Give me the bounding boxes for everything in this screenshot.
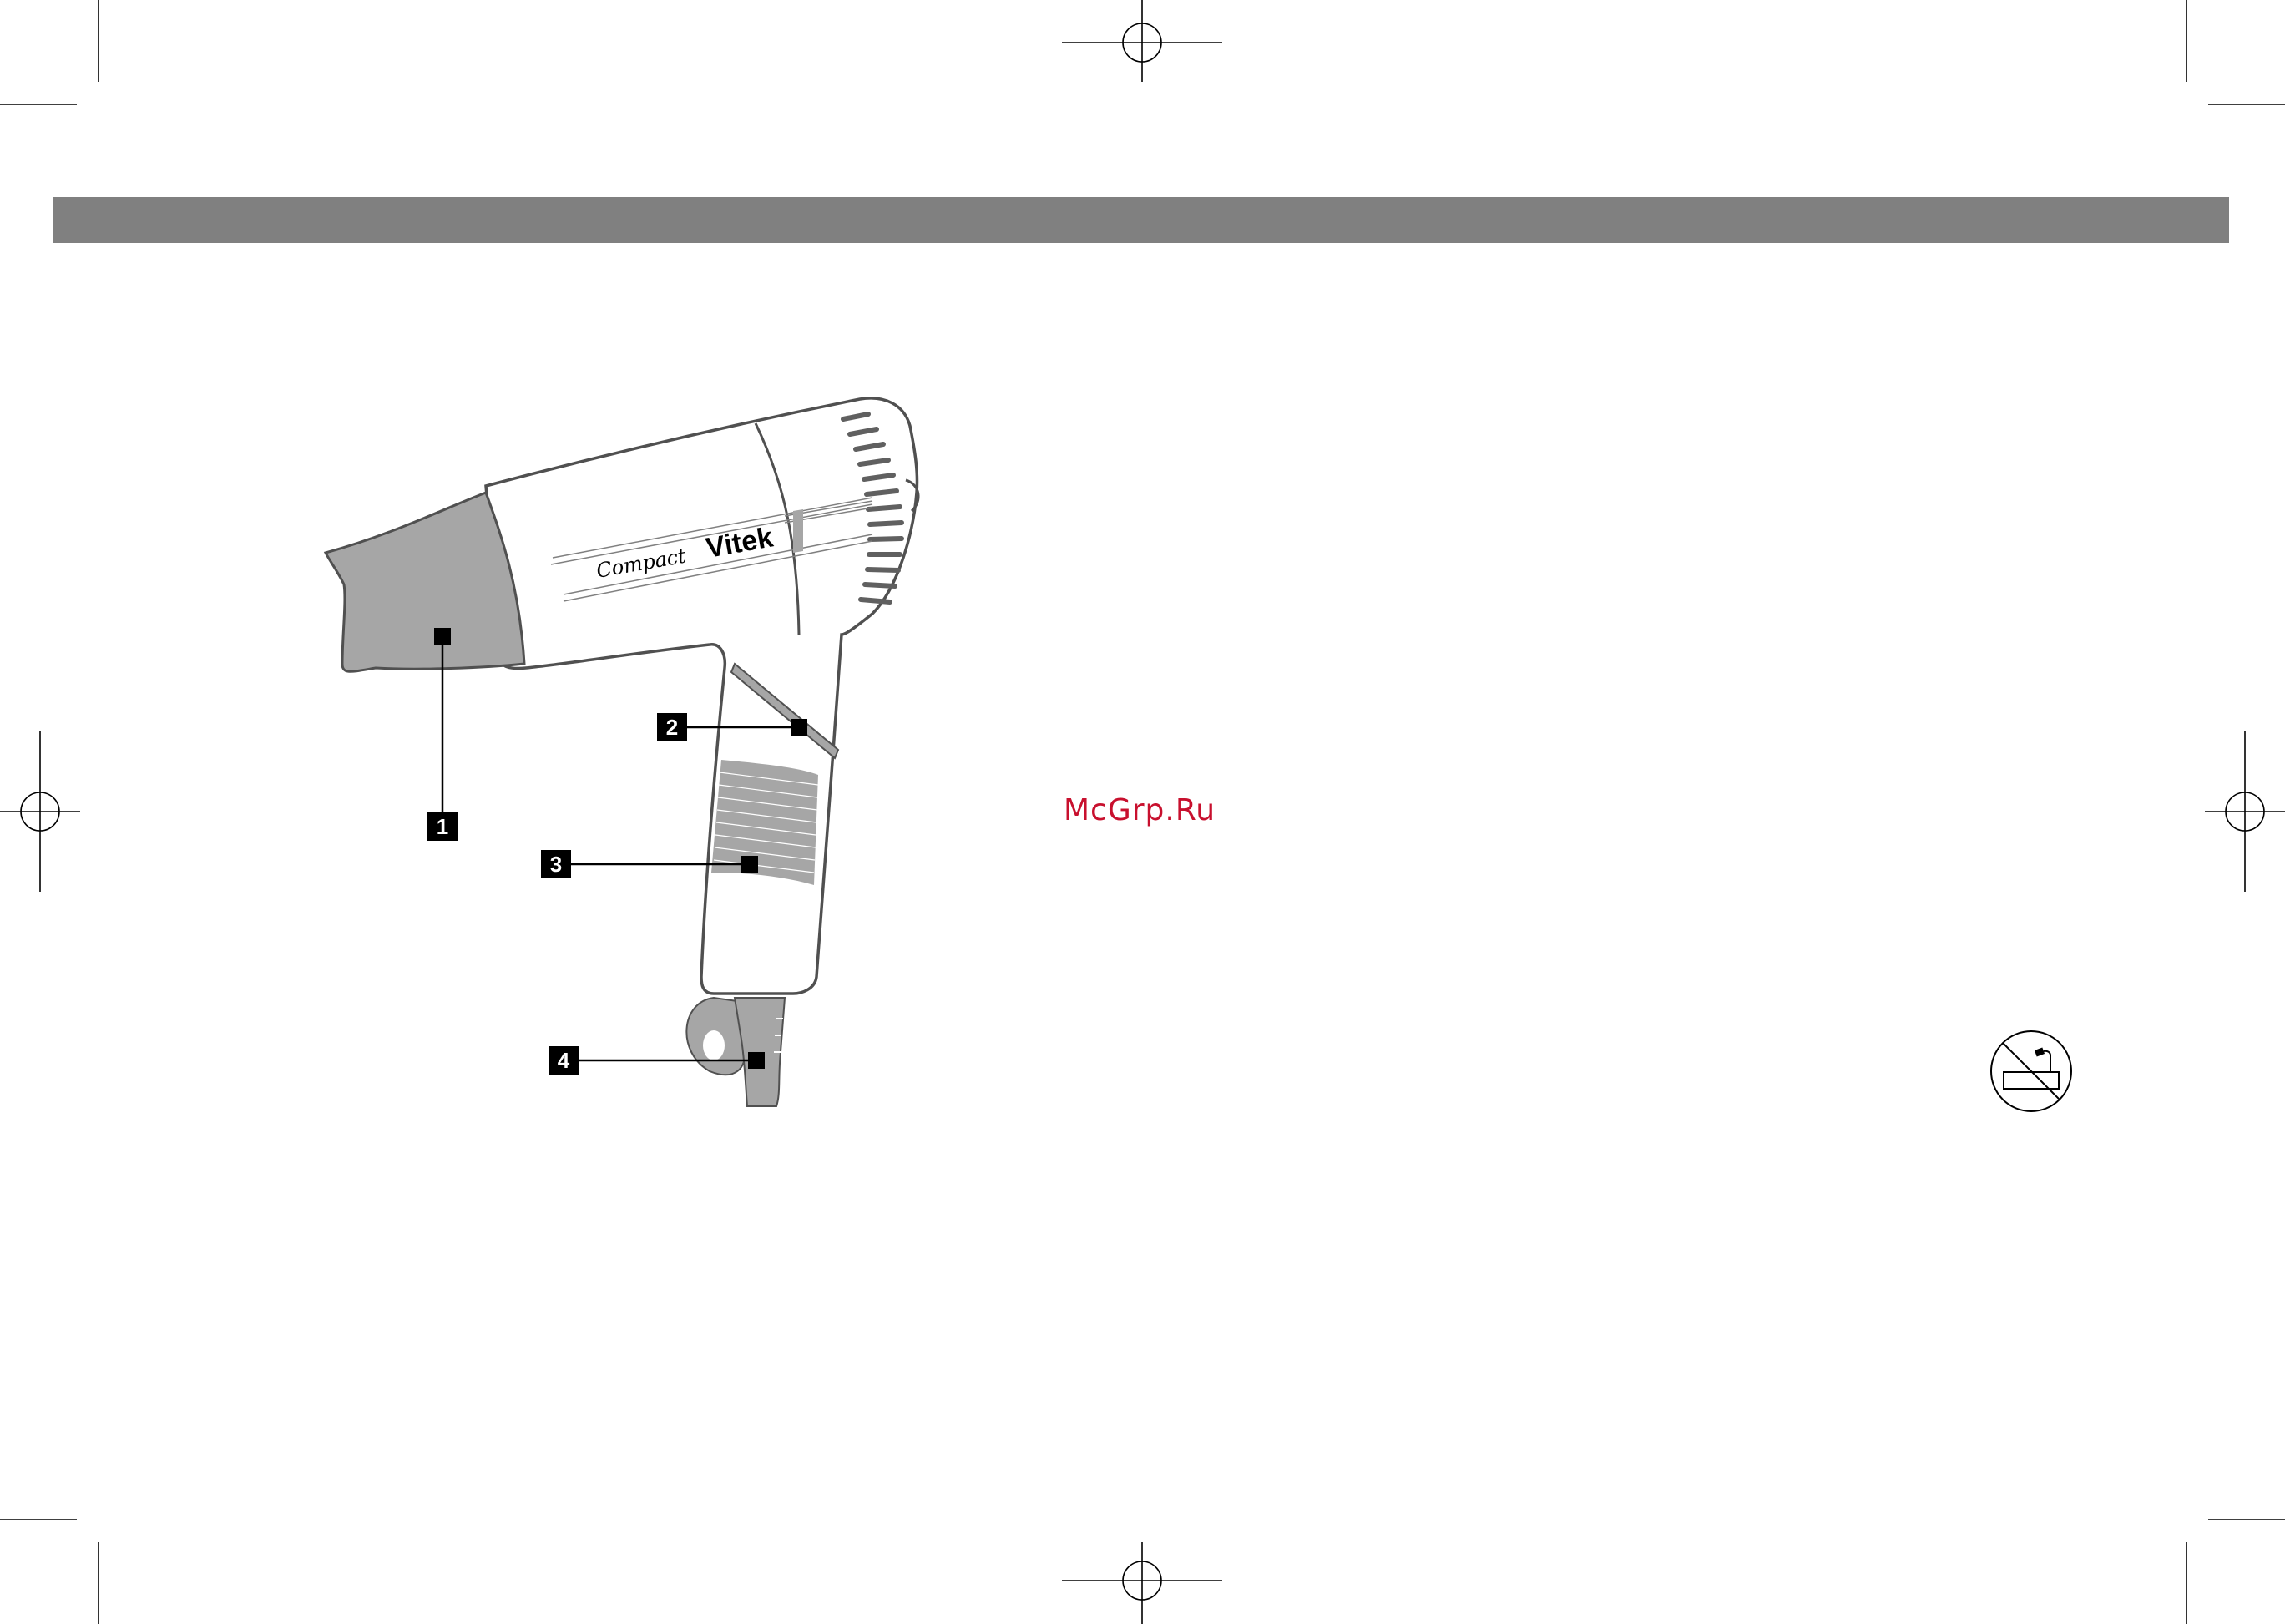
handle-grip bbox=[711, 760, 818, 885]
no-water-near-bathtub-icon bbox=[1985, 1025, 2077, 1117]
stripe-shade bbox=[793, 509, 803, 553]
watermark: McGrp.Ru bbox=[1064, 793, 1216, 827]
svg-text:3: 3 bbox=[550, 852, 562, 877]
dryer-body bbox=[486, 398, 918, 994]
callout-3: 3 bbox=[541, 850, 571, 878]
callout-point-1 bbox=[434, 628, 451, 645]
svg-text:4: 4 bbox=[558, 1048, 570, 1073]
callout-4: 4 bbox=[549, 1046, 579, 1075]
callout-2: 2 bbox=[657, 713, 687, 741]
svg-text:2: 2 bbox=[666, 715, 678, 740]
callout-1: 1 bbox=[427, 812, 458, 841]
callout-point-3 bbox=[741, 856, 758, 873]
callout-point-2 bbox=[791, 719, 807, 736]
hanging-loop bbox=[686, 998, 785, 1106]
callout-point-4 bbox=[748, 1052, 765, 1069]
svg-text:1: 1 bbox=[437, 814, 448, 839]
nozzle bbox=[326, 493, 524, 671]
